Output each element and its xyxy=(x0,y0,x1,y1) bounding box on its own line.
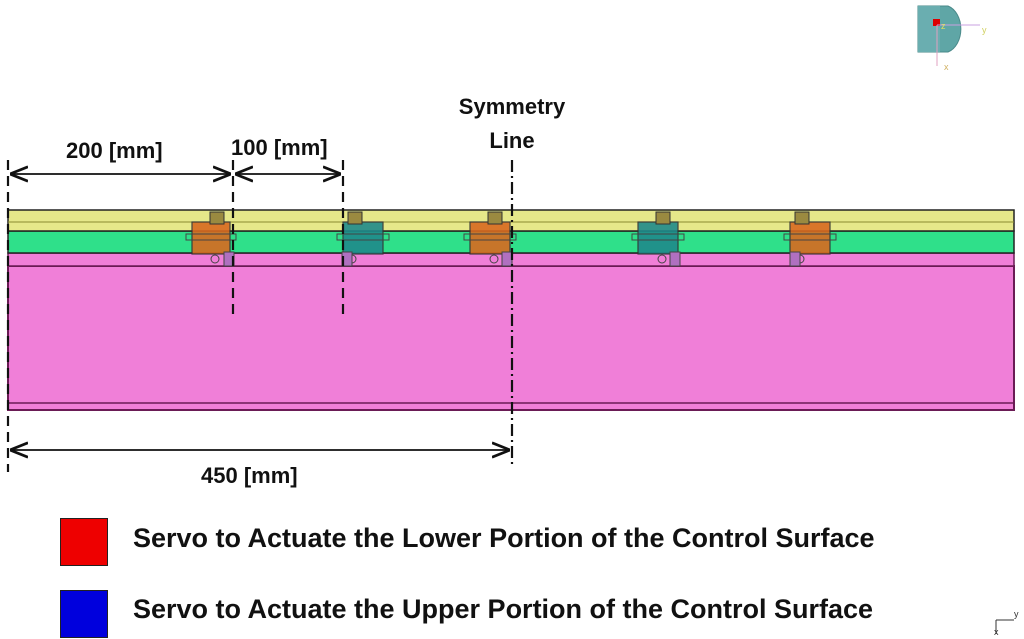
extension-lines xyxy=(6,160,514,472)
dimension-100-label: 100 [mm] xyxy=(231,135,328,160)
corner-axes-icon xyxy=(995,619,1014,634)
symmetry-line-label-2: Line xyxy=(489,128,535,153)
legend-swatch-lower xyxy=(60,518,108,566)
dimension-450-label: 450 [mm] xyxy=(201,463,298,488)
servo-group xyxy=(185,211,837,267)
symmetry-line-label: Symmetry Line xyxy=(440,90,584,158)
corner-x-label: x xyxy=(994,627,999,637)
servo-lower-1 xyxy=(185,211,237,267)
legend-label-upper: Servo to Actuate the Upper Portion of th… xyxy=(133,594,874,624)
servo-lower-3 xyxy=(783,211,837,267)
servo-upper-1 xyxy=(336,211,390,267)
symmetry-line-label-1: Symmetry xyxy=(458,94,566,119)
dimension-200-label: 200 [mm] xyxy=(66,138,163,163)
servo-lower-2 xyxy=(463,211,517,267)
orientation-triad-icon xyxy=(917,5,980,66)
servo-upper-2 xyxy=(631,211,685,267)
triad-x-label: x xyxy=(944,62,949,72)
legend-label-lower: Servo to Actuate the Lower Portion of th… xyxy=(133,523,875,553)
dimension-arrows xyxy=(10,174,510,450)
triad-z-label: z xyxy=(941,21,946,31)
legend-swatch-upper xyxy=(60,590,108,638)
corner-y-label: y xyxy=(1014,609,1019,619)
triad-y-label: y xyxy=(982,25,987,35)
